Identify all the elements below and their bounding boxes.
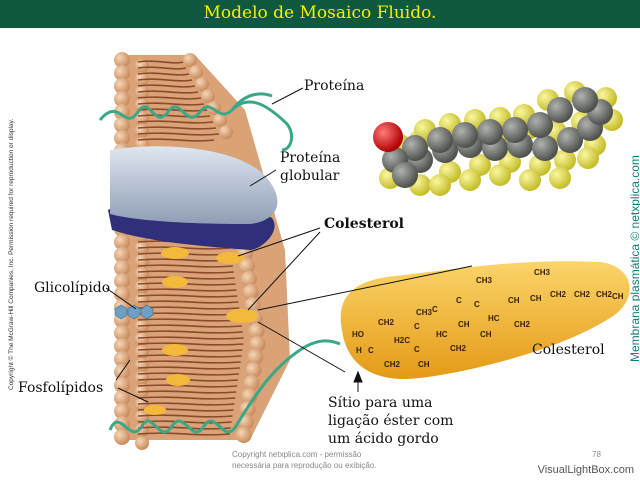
glycolipid-chain — [114, 304, 154, 320]
label-colesterol-molecule: Colesterol — [532, 342, 605, 358]
protein-helix-top — [98, 92, 294, 152]
cholesterol-oval — [340, 261, 630, 379]
label-sitio-2: ligação éster com — [328, 413, 454, 429]
label-colesterol-top: Colesterol — [324, 216, 404, 232]
label-proteina-globular-1: Proteína — [280, 150, 341, 166]
label-sitio-3: um ácido gordo — [328, 431, 439, 447]
label-proteina: Proteína — [304, 78, 365, 94]
copyright-left: Copyright © The McGraw-Hill Companies, I… — [8, 118, 15, 390]
pointer-lines — [105, 87, 473, 403]
label-sitio-1: Sítio para uma — [328, 395, 433, 411]
page-number: 78 — [592, 450, 601, 459]
watermark-visuallightbox: VisualLightBox.com — [537, 464, 634, 476]
footer-line-2: necessária para reprodução ou exibição. — [232, 461, 377, 470]
globular-protein — [108, 146, 278, 250]
copyright-right: Membrana plasmática © netxplica.com — [628, 155, 640, 362]
title-bar — [0, 0, 640, 28]
cholesterol-3d-molecule — [373, 81, 623, 196]
label-fosfolipidos: Fosfolípidos — [18, 380, 104, 396]
protein-helix-bottom — [108, 339, 341, 434]
label-glicolipido: Glicolípido — [34, 280, 111, 296]
label-proteina-globular-2: globular — [280, 168, 340, 184]
membrane-cholesterol — [144, 247, 258, 415]
footer-line-1: Copyright netxplica.com - permissão — [232, 450, 362, 459]
page-title: Modelo de Mosaico Fluido. — [203, 3, 437, 23]
